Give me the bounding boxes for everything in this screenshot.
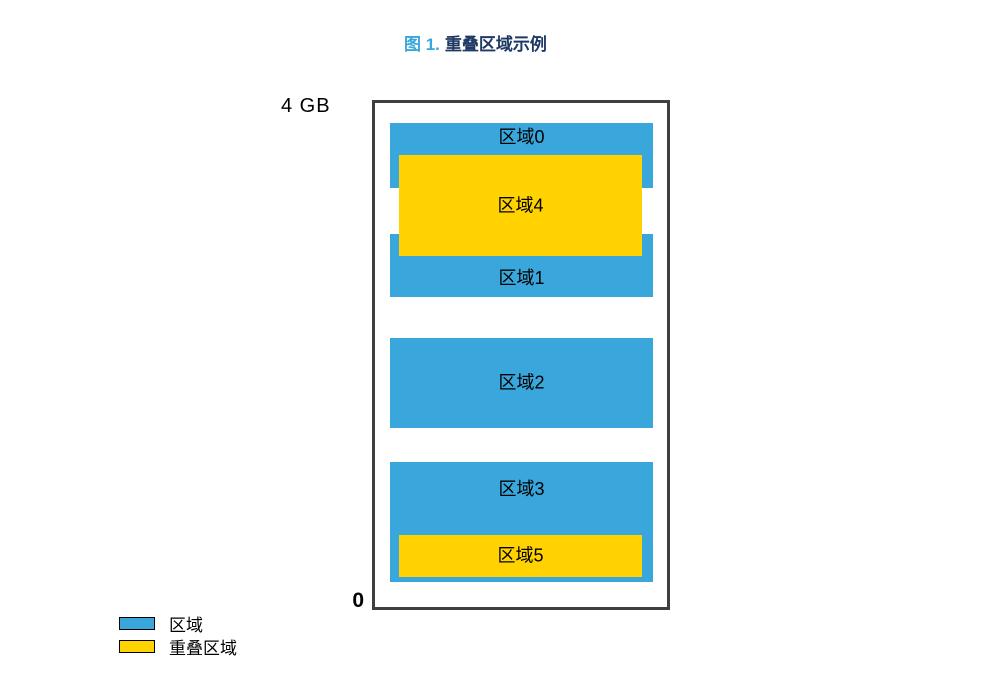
region-4-overlap: 区域4 (399, 155, 642, 256)
region-5-label: 区域5 (497, 545, 544, 566)
figure-number: 图 1. (404, 35, 440, 54)
legend-swatch-overlap (119, 640, 155, 653)
region-2-label: 区域2 (498, 372, 545, 393)
region-0-label: 区域0 (498, 127, 545, 147)
legend-label-overlap: 重叠区域 (169, 639, 237, 658)
region-2: 区域2 (390, 338, 653, 428)
memory-map-box: 区域0 区域1 区域2 区域3 区域4 区域5 (372, 100, 670, 610)
legend-swatch-region (119, 617, 155, 630)
region-1-label: 区域1 (498, 268, 545, 289)
figure-title: 图 1.重叠区域示例 (404, 30, 547, 55)
region-4-label: 区域4 (497, 195, 544, 216)
axis-label-bottom: 0 (352, 589, 364, 612)
region-3-label: 区域3 (498, 479, 545, 499)
region-5-overlap: 区域5 (399, 535, 642, 577)
legend-label-region: 区域 (169, 616, 203, 635)
axis-label-top: 4 GB (281, 95, 331, 117)
figure-title-text: 重叠区域示例 (444, 35, 547, 54)
